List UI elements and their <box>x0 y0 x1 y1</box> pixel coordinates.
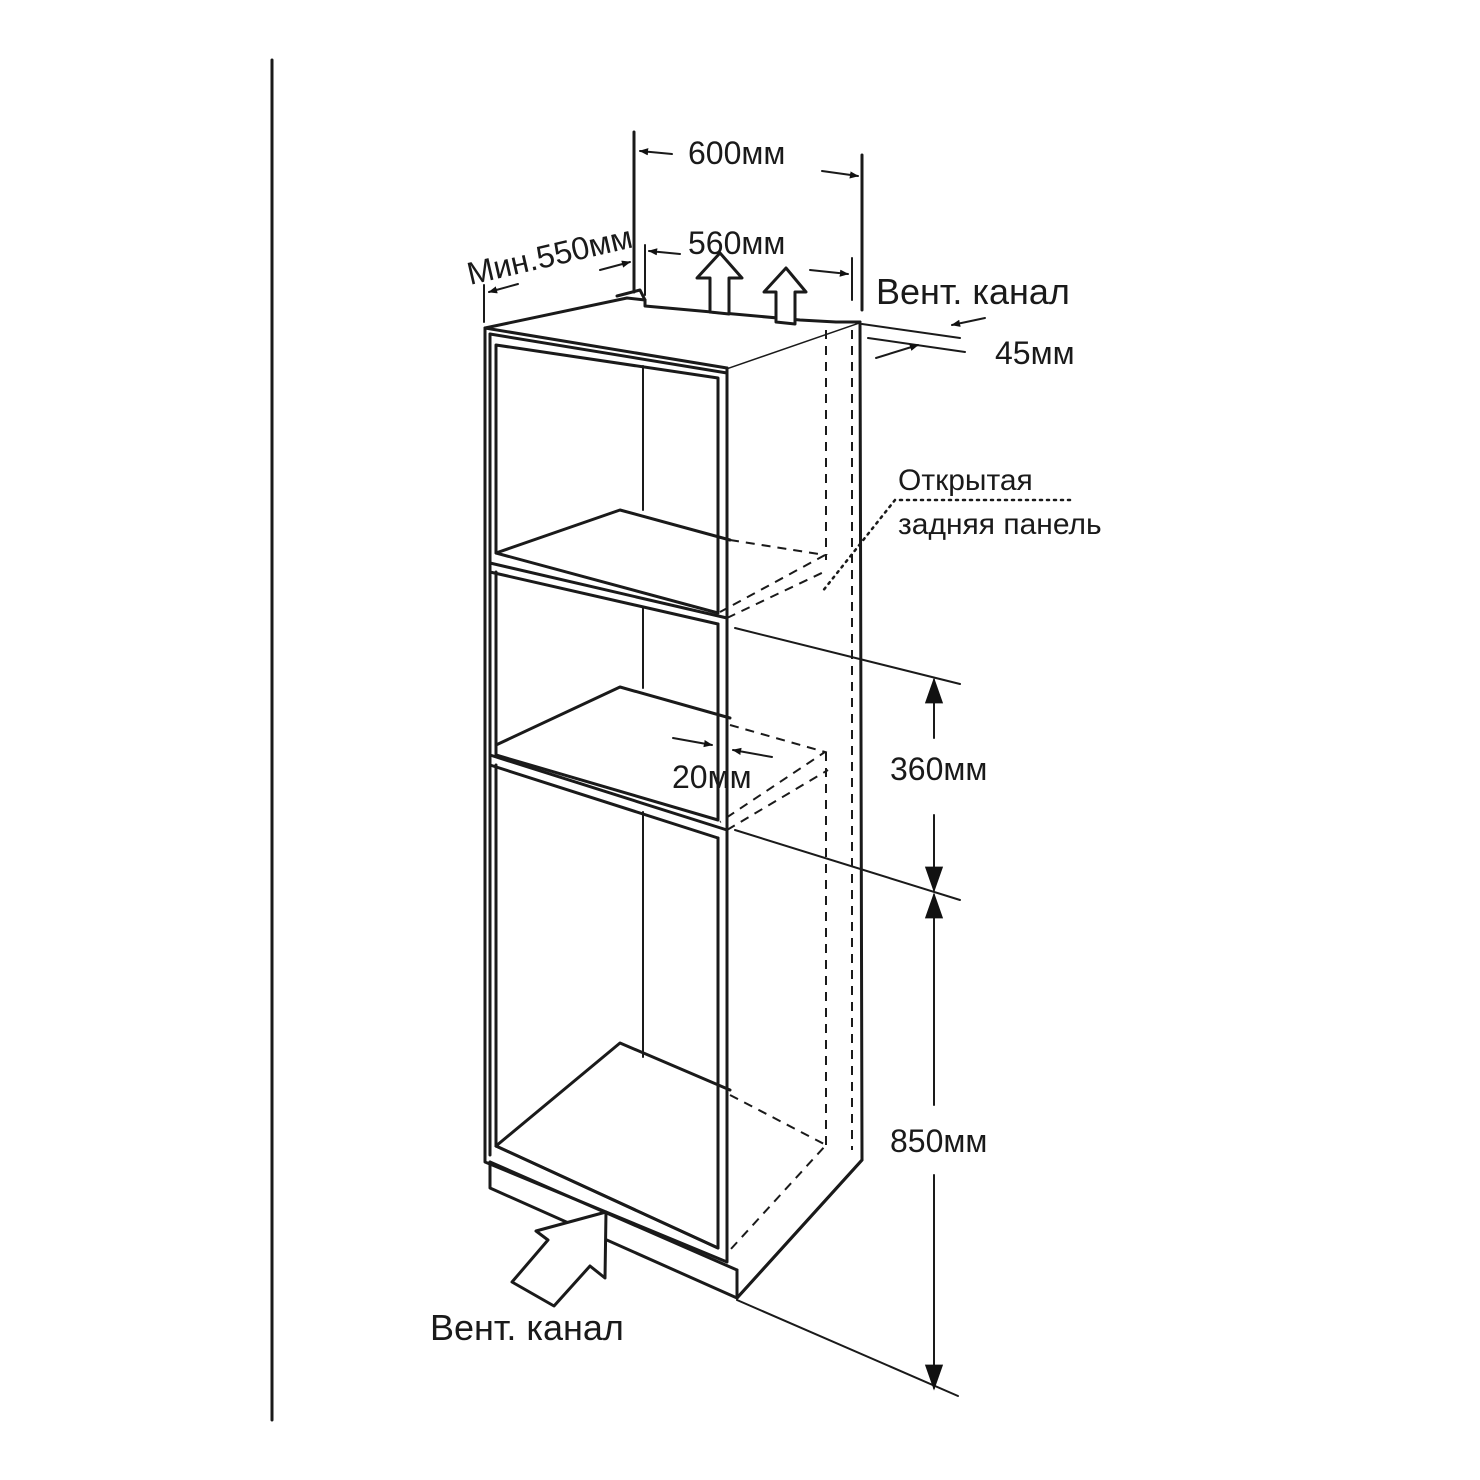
dimension-560 <box>644 244 853 301</box>
label-20mm: 20мм <box>672 759 752 795</box>
back-panel-leader <box>820 498 897 594</box>
label-45mm: 45мм <box>995 335 1075 371</box>
dimension-45 <box>861 317 986 359</box>
vent-inflow-arrow <box>510 1210 608 1308</box>
dimension-360 <box>734 627 961 901</box>
label-vent-channel-top: Вент. канал <box>876 271 1070 312</box>
label-open-back-line1: Открытая <box>898 464 1033 497</box>
label-560mm: 560мм <box>688 225 785 261</box>
label-850mm: 850мм <box>890 1123 987 1159</box>
vent-up-arrow-left <box>695 251 744 316</box>
label-600mm: 600мм <box>688 135 785 171</box>
label-open-back-line2: задняя панель <box>898 508 1102 541</box>
cabinet-side-panel <box>727 322 862 1298</box>
label-360mm: 360мм <box>890 751 987 787</box>
label-min-550mm: Мин.550мм <box>463 219 635 292</box>
vent-up-arrow-right <box>762 266 808 326</box>
dimension-850 <box>736 892 959 1397</box>
dimension-min-550 <box>483 249 635 323</box>
cabinet <box>483 288 864 1300</box>
label-vent-channel-bottom: Вент. канал <box>430 1307 624 1348</box>
dimension-20 <box>672 737 773 758</box>
